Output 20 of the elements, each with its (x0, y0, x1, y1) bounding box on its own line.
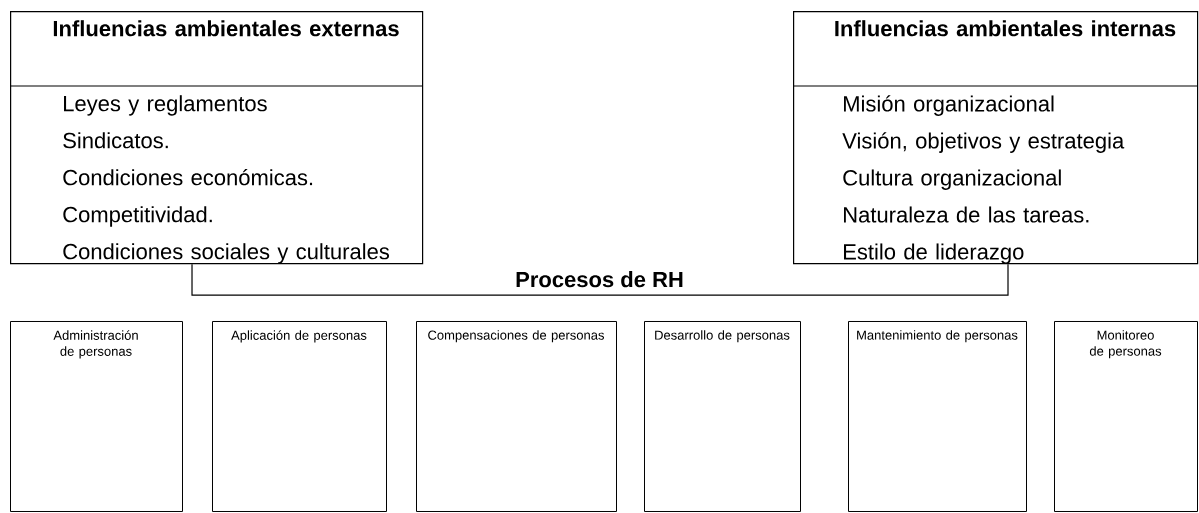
process-label: Administración de personas (53, 330, 138, 359)
list-item: Sindicatos. (63, 132, 168, 149)
list-item: Naturaleza de las tareas. (844, 206, 1089, 223)
list-item: Condiciones sociales y culturales (63, 243, 390, 264)
bracket-connector (191, 263, 1009, 296)
process-label: Compensaciones de personas (428, 330, 605, 343)
list-item: Competitividad. (63, 206, 212, 227)
process-label: Desarrollo de personas (655, 330, 790, 343)
process-label: Aplicación de personas (231, 330, 367, 343)
panel-heading: Influencias ambientales externas (53, 20, 399, 37)
list-item: Misión organizacional (844, 95, 1054, 116)
panel-heading: Influencias ambientales internas (835, 20, 1176, 37)
list-item: Estilo de liderazgo (844, 243, 1024, 264)
list-item: Visión, objetivos y estrategia (842, 132, 1125, 153)
list-item: Leyes y reglamentos (64, 95, 267, 116)
list-item: Condiciones económicas. (63, 168, 313, 186)
edge-label: Procesos de RH (516, 271, 683, 288)
process-label: Monitoreo de personas (1089, 330, 1162, 359)
list-item: Cultura organizacional (843, 169, 1061, 190)
process-label: Mantenimiento de personas (857, 330, 1018, 343)
